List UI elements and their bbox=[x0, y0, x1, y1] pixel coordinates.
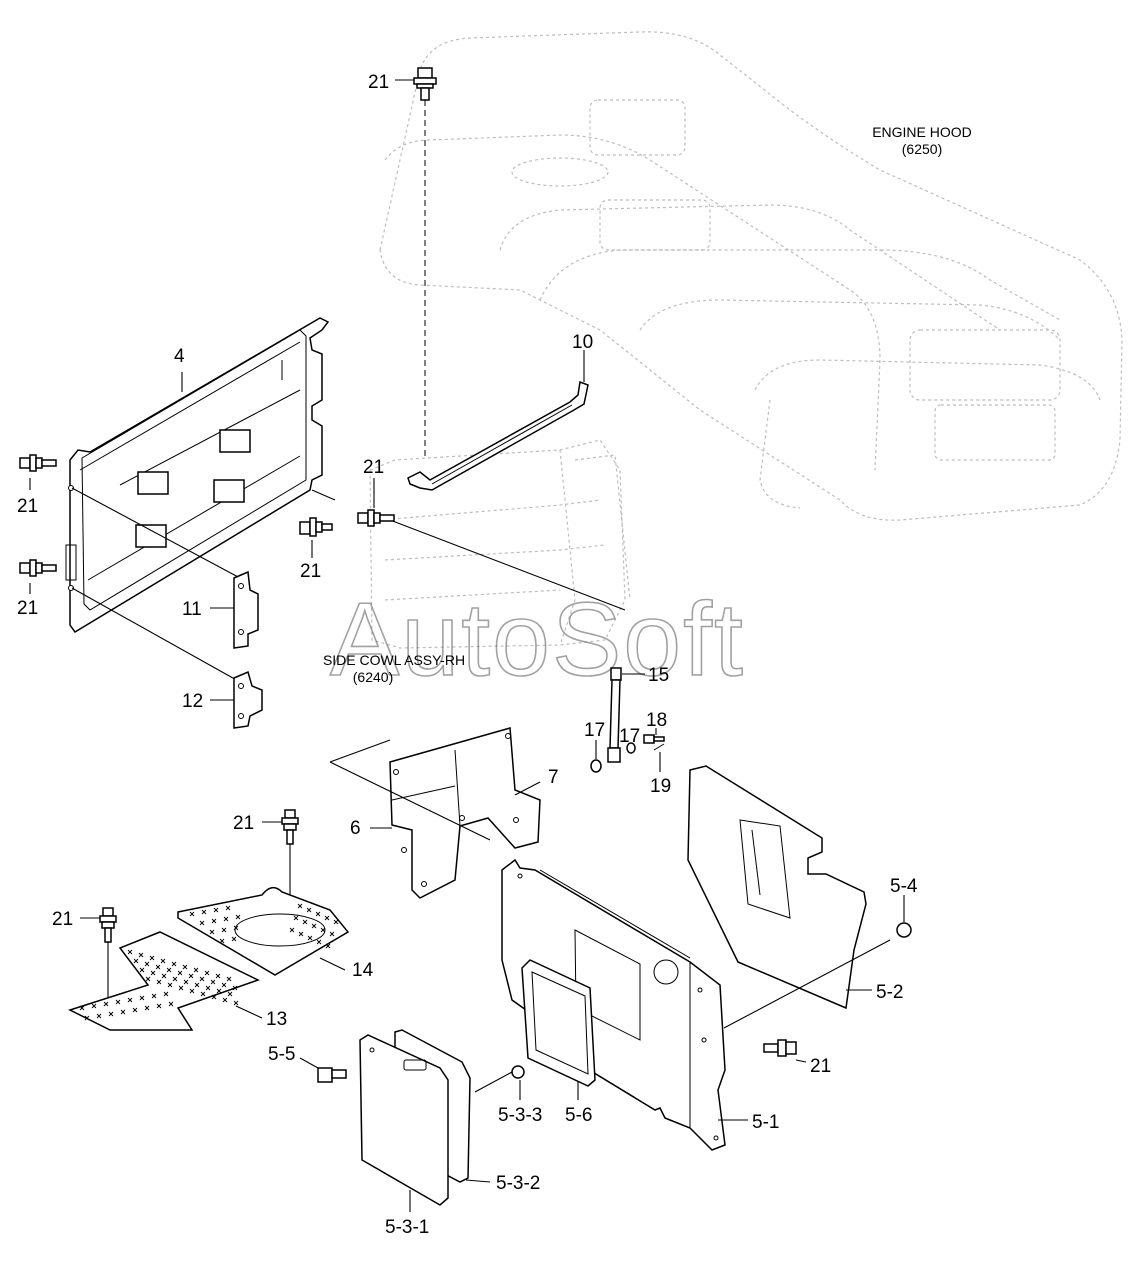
bolt-21-top bbox=[413, 67, 437, 101]
bolt-21-left-lower bbox=[19, 559, 57, 577]
label-19: 19 bbox=[650, 776, 671, 797]
label-17-a: 17 bbox=[584, 720, 605, 741]
label-21-plate-13: 21 bbox=[52, 909, 73, 930]
label-17-b: 17 bbox=[619, 726, 640, 747]
side-cowl-ghost bbox=[369, 439, 631, 649]
label-13: 13 bbox=[266, 1009, 287, 1030]
bolt-21-center-left bbox=[299, 517, 333, 537]
label-5-3-1: 5-3-1 bbox=[385, 1217, 429, 1238]
bolt-21-plate-14 bbox=[281, 809, 299, 845]
side-cowl-note-code: (6240) bbox=[353, 669, 393, 685]
label-7: 7 bbox=[548, 767, 559, 788]
label-15: 15 bbox=[648, 665, 669, 686]
label-12: 12 bbox=[182, 691, 203, 712]
label-21-right: 21 bbox=[810, 1056, 831, 1077]
label-10: 10 bbox=[572, 332, 593, 353]
label-14: 14 bbox=[352, 960, 374, 981]
engine-hood-note-code: (6250) bbox=[902, 141, 942, 157]
bolt-21-left-upper bbox=[19, 454, 57, 472]
label-5-5: 5-5 bbox=[268, 1044, 295, 1065]
part-5-6-seal bbox=[521, 959, 596, 1087]
bolt-21-plate-13 bbox=[99, 907, 117, 943]
label-21-side-cowl: 21 bbox=[363, 457, 384, 478]
label-21-left-lower: 21 bbox=[17, 598, 38, 619]
part-5-2-insulation bbox=[687, 765, 867, 1010]
perforation-marks bbox=[79, 903, 339, 1021]
part-15-strap bbox=[607, 667, 622, 763]
part-19-clip bbox=[653, 743, 665, 751]
part-5-5-bolt bbox=[317, 1067, 347, 1083]
label-21-left-upper: 21 bbox=[17, 496, 38, 517]
label-5-6: 5-6 bbox=[565, 1105, 592, 1126]
part-11-bracket bbox=[233, 570, 259, 649]
label-18: 18 bbox=[646, 710, 667, 731]
part-17-washer-a bbox=[590, 759, 602, 773]
part-13-plate bbox=[68, 931, 260, 1031]
watermark: AutoSoft bbox=[330, 582, 745, 698]
part-5-3-3-fastener bbox=[511, 1065, 525, 1079]
engine-hood-ghost bbox=[379, 31, 1123, 521]
label-21-plate-14: 21 bbox=[233, 813, 254, 834]
part-14-plate bbox=[177, 886, 350, 976]
label-21-center-left: 21 bbox=[300, 561, 321, 582]
engine-hood-note: ENGINE HOOD bbox=[872, 124, 972, 140]
part-18-pin bbox=[643, 734, 665, 744]
label-5-3-2: 5-3-2 bbox=[496, 1173, 540, 1194]
part-17-washer-b bbox=[626, 742, 636, 754]
label-6: 6 bbox=[350, 818, 361, 839]
part-12-bracket bbox=[233, 670, 263, 729]
part-10-rail bbox=[407, 380, 589, 491]
part-5-3-1-cover bbox=[359, 1034, 449, 1206]
label-5-2: 5-2 bbox=[876, 982, 903, 1003]
label-21-top: 21 bbox=[368, 72, 389, 93]
part-4-panel bbox=[65, 317, 330, 634]
bolt-21-side-cowl bbox=[357, 509, 395, 527]
bolt-21-right bbox=[763, 1039, 797, 1057]
label-5-4: 5-4 bbox=[890, 876, 918, 897]
side-cowl-note: SIDE COWL ASSY-RH bbox=[323, 652, 465, 668]
label-4: 4 bbox=[174, 346, 185, 367]
part-labels: 21 10 4 21 21 21 21 11 12 15 18 17 17 19… bbox=[17, 72, 918, 1238]
label-5-1: 5-1 bbox=[752, 1112, 779, 1133]
part-5-4-nut bbox=[896, 922, 912, 938]
label-5-3-3: 5-3-3 bbox=[498, 1105, 542, 1126]
label-11: 11 bbox=[182, 599, 202, 620]
